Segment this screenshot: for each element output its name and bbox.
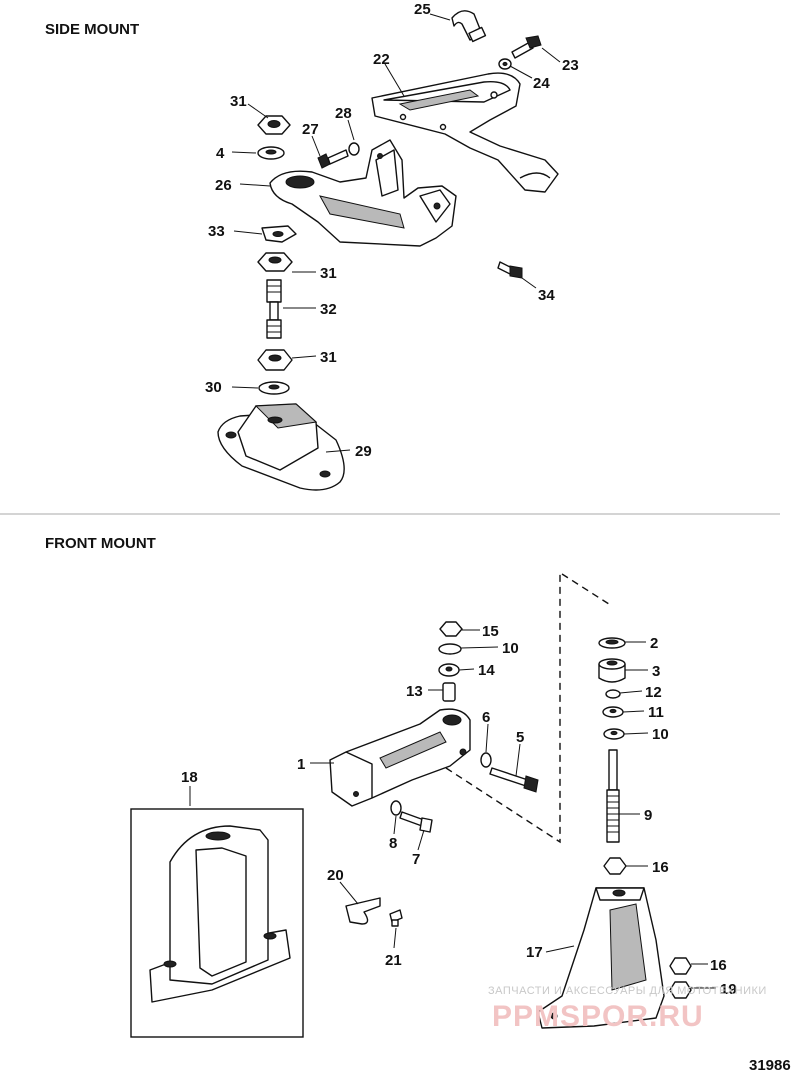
clip-part-25 bbox=[451, 10, 487, 43]
bracket-part-17 bbox=[537, 887, 665, 1029]
spacer-part-13 bbox=[442, 682, 456, 702]
callout-5: 5 bbox=[516, 729, 524, 746]
washer-part-11 bbox=[602, 706, 624, 718]
callout-28: 28 bbox=[335, 105, 352, 122]
callout-21: 21 bbox=[385, 952, 402, 969]
callout-8: 8 bbox=[389, 835, 397, 852]
bracket-part-22 bbox=[371, 72, 559, 193]
tabwasher-part-33 bbox=[261, 225, 297, 243]
washer-part-10-left bbox=[438, 643, 462, 655]
nut-part-16-lower bbox=[669, 957, 692, 975]
callout-10-right: 10 bbox=[652, 726, 669, 743]
callout-17: 17 bbox=[526, 944, 543, 961]
side-mount-title: SIDE MOUNT bbox=[45, 21, 139, 38]
washer-part-8 bbox=[390, 800, 402, 816]
leader-lines bbox=[189, 13, 716, 989]
bolt-part-34 bbox=[497, 261, 523, 279]
callout-15: 15 bbox=[482, 623, 499, 640]
bolt-part-7 bbox=[399, 811, 433, 833]
callout-23: 23 bbox=[562, 57, 579, 74]
clip-part-20 bbox=[345, 897, 381, 925]
callout-10-left: 10 bbox=[502, 640, 519, 657]
callout-31-top: 31 bbox=[230, 93, 247, 110]
stud-part-9 bbox=[606, 749, 620, 843]
mount-part-29 bbox=[217, 403, 345, 491]
washer-hole-24 bbox=[502, 61, 508, 67]
callout-33: 33 bbox=[208, 223, 225, 240]
nut-part-16-upper bbox=[603, 857, 627, 875]
arm-part-1 bbox=[329, 708, 471, 807]
dashed-guide bbox=[445, 573, 613, 844]
mount-part-18 bbox=[149, 825, 291, 1003]
callout-29: 29 bbox=[355, 443, 372, 460]
washer-part-14 bbox=[438, 663, 460, 677]
washer-part-30 bbox=[258, 381, 290, 395]
front-mount-title: FRONT MOUNT bbox=[45, 535, 156, 552]
callout-12: 12 bbox=[645, 684, 662, 701]
washer-part-28 bbox=[348, 142, 360, 156]
callout-20: 20 bbox=[327, 867, 344, 884]
callout-32: 32 bbox=[320, 301, 337, 318]
callout-1: 1 bbox=[297, 756, 305, 773]
callout-7: 7 bbox=[412, 851, 420, 868]
callout-6: 6 bbox=[482, 709, 490, 726]
callout-31-middle: 31 bbox=[320, 265, 337, 282]
bolt-part-5 bbox=[489, 767, 539, 793]
watermark-caption: ЗАПЧАСТИ И АКСЕССУАРЫ ДЛЯ МОТОТЕХНИКИ bbox=[488, 985, 767, 997]
callout-9: 9 bbox=[644, 807, 652, 824]
bushing-part-3 bbox=[598, 658, 626, 683]
callout-27: 27 bbox=[302, 121, 319, 138]
bolt-part-27 bbox=[317, 149, 349, 169]
callout-18: 18 bbox=[181, 769, 198, 786]
watermark-logo: PPMSPOR.RU bbox=[492, 1000, 704, 1033]
callout-30: 30 bbox=[205, 379, 222, 396]
washer-part-10-right bbox=[603, 728, 625, 740]
callout-19: 19 bbox=[720, 981, 737, 998]
nut-part-19 bbox=[669, 981, 692, 999]
bracket-part-26 bbox=[269, 139, 457, 247]
callout-25: 25 bbox=[414, 1, 431, 18]
callout-31-bottom: 31 bbox=[320, 349, 337, 366]
callout-24: 24 bbox=[533, 75, 550, 92]
figure-number: 31986 bbox=[749, 1057, 791, 1074]
callout-3: 3 bbox=[652, 663, 660, 680]
nut-part-31-bottom bbox=[257, 349, 293, 371]
stud-part-32 bbox=[266, 279, 282, 339]
callout-26: 26 bbox=[215, 177, 232, 194]
callout-16-lower: 16 bbox=[710, 957, 727, 974]
nut-part-31-middle bbox=[257, 252, 293, 272]
washer-part-6 bbox=[480, 752, 492, 768]
callout-16-upper: 16 bbox=[652, 859, 669, 876]
cap-part-2 bbox=[598, 637, 626, 649]
nut-part-31-top bbox=[257, 115, 291, 135]
bolt-part-23 bbox=[511, 35, 542, 59]
callout-34: 34 bbox=[538, 287, 555, 304]
callout-4: 4 bbox=[216, 145, 225, 162]
callout-13: 13 bbox=[406, 683, 423, 700]
lockwasher-part-4 bbox=[257, 146, 285, 160]
callout-22: 22 bbox=[373, 51, 390, 68]
screw-part-21 bbox=[389, 909, 403, 927]
washer-part-12 bbox=[605, 689, 621, 699]
nut-part-15 bbox=[439, 621, 463, 637]
callout-labels: 25 23 22 24 31 28 27 4 26 33 31 34 32 31… bbox=[181, 1, 737, 998]
callout-11: 11 bbox=[648, 704, 664, 721]
callout-14: 14 bbox=[478, 662, 495, 679]
callout-2: 2 bbox=[650, 635, 658, 652]
